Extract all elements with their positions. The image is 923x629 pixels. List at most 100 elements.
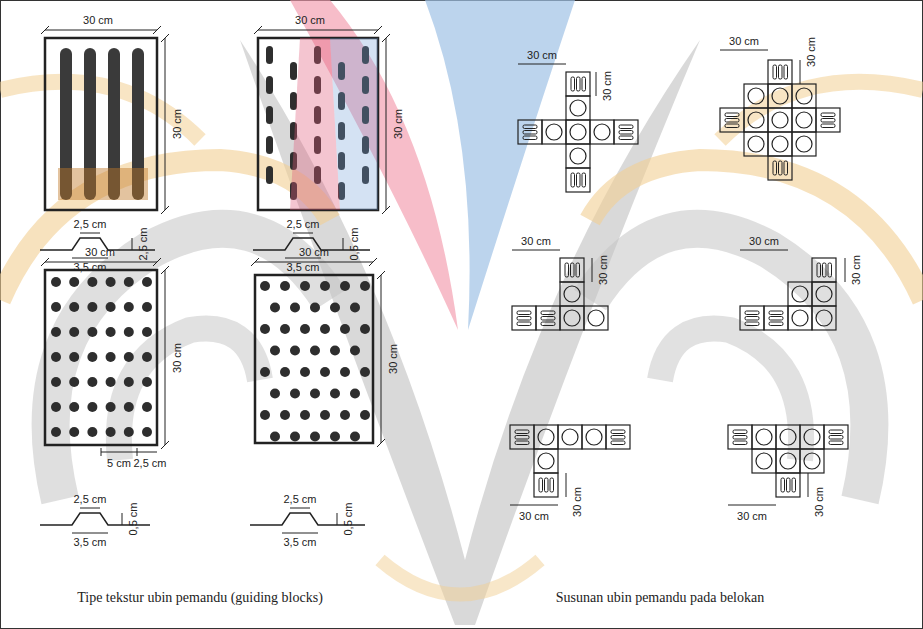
warning-dot	[124, 427, 134, 437]
tile-cell	[800, 449, 824, 473]
dimension-label: 3,5 cm	[73, 262, 106, 273]
warning-dot	[320, 324, 330, 334]
warning-dot	[142, 352, 152, 362]
guide-dash	[266, 166, 273, 184]
tile-cell	[560, 258, 584, 282]
tile-cell	[720, 108, 744, 132]
warning-dot	[87, 302, 97, 312]
warning-dot	[51, 352, 61, 362]
guide-dash	[266, 46, 273, 64]
guide-tile-symbol	[577, 173, 581, 187]
warning-dot	[51, 377, 61, 387]
warning-dot	[142, 277, 152, 287]
tile-cell	[614, 120, 638, 144]
tile-profiles	[40, 238, 370, 525]
guide-tile-symbol	[773, 65, 777, 79]
warning-dot	[300, 367, 310, 377]
tile-cell	[566, 168, 590, 192]
warning-dot	[87, 427, 97, 437]
guide-tile-symbol	[787, 478, 791, 492]
tile-cell	[728, 425, 752, 449]
guide-tile-symbol	[576, 263, 580, 277]
warning-tile-symbol	[796, 136, 812, 152]
guide-tile-symbol	[784, 161, 788, 175]
warning-dot	[142, 327, 152, 337]
warning-dot	[106, 377, 116, 387]
warning-dot	[330, 303, 340, 313]
warning-dot	[106, 277, 116, 287]
warning-dot	[280, 281, 290, 291]
tile-cell	[792, 108, 816, 132]
warning-tile-symbol	[772, 136, 788, 152]
warning-tile-symbol	[792, 286, 808, 302]
guide-tile-symbol	[545, 478, 549, 492]
guide-tile-symbol	[823, 263, 827, 277]
dimension-label: 30 cm	[83, 15, 113, 26]
warning-dot	[270, 303, 280, 313]
warning-dot	[106, 402, 116, 412]
tile-cell	[768, 84, 792, 108]
tile-cell	[764, 306, 788, 330]
warning-tile-symbol	[816, 310, 832, 326]
tile-cell	[744, 108, 768, 132]
warning-tile-symbol	[546, 124, 562, 140]
dimension-label: 5 cm	[107, 458, 131, 469]
dimension-label: 2,5 cm	[286, 219, 319, 230]
warning-dot	[260, 324, 270, 334]
dimension-label: 30 cm	[172, 109, 183, 139]
warning-dot	[320, 367, 330, 377]
warning-dot	[360, 410, 370, 420]
warning-dot	[280, 324, 290, 334]
warning-dot	[330, 432, 340, 442]
warning-tile-symbol	[538, 429, 554, 445]
tile-cell	[542, 120, 566, 144]
warning-dot	[350, 303, 360, 313]
warning-tile-symbol	[748, 136, 764, 152]
dimension-label: 2,5 cm	[283, 494, 316, 505]
warning-dot	[87, 327, 97, 337]
warning-dot	[330, 389, 340, 399]
guide-tile-symbol	[619, 136, 633, 140]
warning-dot	[340, 410, 350, 420]
tile-cell	[812, 306, 836, 330]
tile-cell	[584, 306, 608, 330]
guide-tile-symbol	[582, 173, 586, 187]
tile-cell	[788, 306, 812, 330]
guide-tile-symbol	[619, 131, 633, 135]
warning-tile-symbol	[748, 88, 764, 104]
warning-dot	[270, 346, 280, 356]
warning-tile-symbol	[570, 100, 586, 116]
warning-tile-symbol	[772, 88, 788, 104]
warning-dot	[87, 377, 97, 387]
guide-dash	[266, 76, 273, 94]
warning-tile-symbol	[816, 286, 832, 302]
guide-tile-symbol	[725, 119, 739, 123]
tile-cell	[792, 132, 816, 156]
warning-dot	[350, 432, 360, 442]
warning-dot	[69, 427, 79, 437]
guide-tile-symbol	[550, 478, 554, 492]
tile-cell	[768, 132, 792, 156]
tile-cell	[768, 60, 792, 84]
dimension-label: 30 cm	[572, 487, 583, 517]
warning-dot	[260, 410, 270, 420]
warning-tile-symbol	[594, 124, 610, 140]
warning-dot	[310, 389, 320, 399]
dimension-label: 30 cm	[527, 50, 557, 61]
tile-cell	[518, 120, 542, 144]
warning-dot	[142, 377, 152, 387]
tile-cell	[560, 306, 584, 330]
warning-dot	[69, 352, 79, 362]
warning-tile-symbol	[570, 148, 586, 164]
warning-dot	[310, 303, 320, 313]
guide-bars	[58, 48, 148, 200]
tile-cell	[582, 425, 606, 449]
warning-dot	[300, 324, 310, 334]
warning-dot	[124, 302, 134, 312]
warning-dot	[142, 402, 152, 412]
warning-dot	[51, 277, 61, 287]
warning-dot	[290, 389, 300, 399]
guide-tile-symbol	[779, 65, 783, 79]
warning-dot	[270, 389, 280, 399]
warning-dot	[260, 367, 270, 377]
